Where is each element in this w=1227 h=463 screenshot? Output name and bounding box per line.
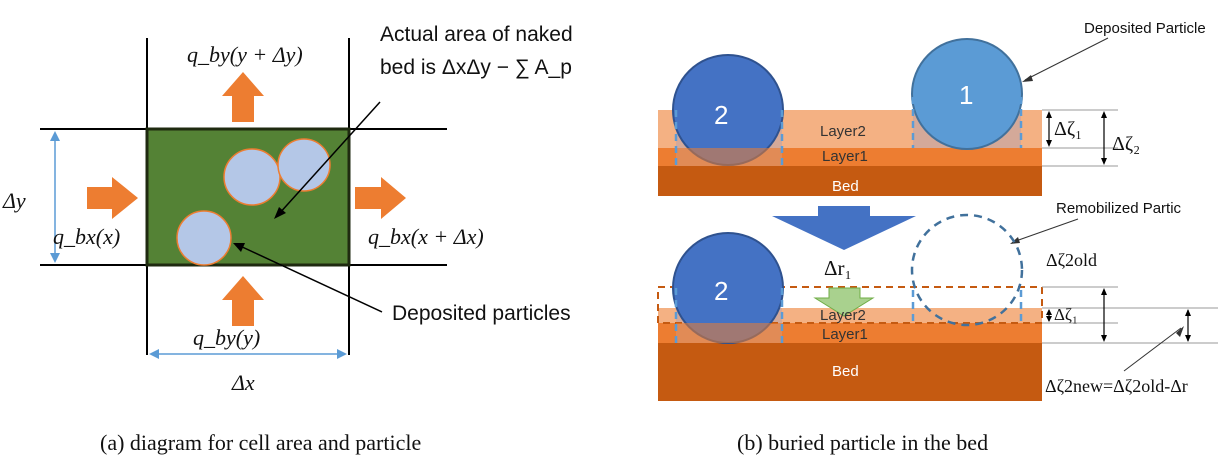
old-layer2-outline	[657, 286, 1043, 324]
particle-1-top	[911, 38, 1023, 150]
deposited-particle-pointer-head	[1022, 75, 1033, 82]
arrowhead	[1185, 309, 1191, 316]
bed-bottom-label: Bed	[832, 363, 859, 380]
dx-arrowhead-right	[337, 349, 347, 359]
particle-circle	[277, 138, 331, 192]
dx-arrowhead-left	[149, 349, 159, 359]
layer2-bottom-label: Layer2	[820, 307, 866, 324]
arrowhead	[1101, 111, 1107, 118]
arrow-up-top	[222, 72, 264, 122]
deposited-pointer	[237, 244, 383, 313]
dz1-top-label: Δζ₁	[1054, 118, 1082, 140]
naked-bed-note-line2: bed is ΔxΔy − ∑ A_p	[380, 56, 572, 79]
remobilized-label: Remobilized Partic	[1056, 200, 1182, 217]
bed-band-bottom	[658, 343, 1042, 401]
arrowhead	[1046, 316, 1052, 322]
caption-a: (a) diagram for cell area and particle	[100, 430, 421, 455]
layer-shift-arrow	[813, 287, 875, 317]
deposited-pointer-head	[233, 243, 245, 252]
layer1-bottom-label: Layer1	[822, 326, 868, 343]
panel-a: Δy Δx q_by(y + Δy) q_by(y) q_bx(x) q_bx(…	[2, 23, 573, 455]
naked-bed-pointer	[277, 101, 381, 216]
particle-2-top-label: 2	[714, 100, 728, 130]
naked-bed-note-line1: Actual area of naked	[380, 23, 573, 46]
layer1-overlay-top	[676, 148, 782, 166]
arrowhead	[1046, 309, 1052, 315]
remobilized-particle-ghost	[910, 213, 1024, 327]
deposited-particles-label: Deposited particles	[392, 302, 571, 325]
arrowhead	[1101, 158, 1107, 165]
naked-bed-pointer-head	[274, 207, 286, 219]
dz2new-equation: Δζ2new=Δζ2old-Δr	[1045, 376, 1188, 396]
transition-arrow	[772, 206, 916, 250]
caption-b: (b) buried particle in the bed	[737, 430, 988, 455]
q-bottom-label: q_by(y)	[193, 325, 260, 350]
arrow-up-bottom	[222, 276, 264, 326]
layer2-top-label: Layer2	[820, 123, 866, 140]
particle-circle	[223, 148, 281, 206]
particle-1-top-label: 1	[959, 80, 973, 110]
arrow-right-left	[87, 177, 138, 219]
panel-b: 2 1 Layer2 Layer1 Bed Δζ₁ Δζ₂ Deposited …	[657, 20, 1218, 455]
dz2old-label: Δζ2old	[1046, 250, 1097, 270]
particle-circle	[176, 210, 232, 266]
particle-2-bottom-label: 2	[714, 276, 728, 306]
remobilized-pointer	[1012, 218, 1079, 243]
remobilized-pointer-head	[1010, 237, 1020, 244]
bed-band-top-ext	[658, 166, 1042, 196]
deposited-particle-pointer	[1024, 37, 1109, 81]
arrowhead	[1046, 140, 1052, 147]
layer1-top-label: Layer1	[822, 148, 868, 165]
dr1-label: Δr₁	[824, 256, 852, 280]
dy-arrowhead-bottom	[50, 253, 60, 263]
arrow-right-right	[355, 177, 406, 219]
dz2new-pointer	[1123, 327, 1182, 372]
arrowhead	[1185, 335, 1191, 342]
arrowhead	[1046, 111, 1052, 118]
dz2-top-label: Δζ₂	[1112, 133, 1140, 155]
arrowhead	[1101, 335, 1107, 342]
q-right-label: q_bx(x + Δx)	[368, 224, 484, 249]
delta-x-label: Δx	[231, 370, 255, 395]
q-top-label: q_by(y + Δy)	[187, 42, 303, 67]
deposited-particle-label: Deposited Particle	[1084, 20, 1206, 37]
q-left-label: q_bx(x)	[53, 224, 120, 249]
bed-top-label: Bed	[832, 178, 859, 195]
dy-arrowhead-top	[50, 131, 60, 141]
dz2new-pointer-head	[1176, 326, 1184, 337]
layer1-overlay-bottom	[676, 323, 782, 343]
delta-y-label: Δy	[2, 188, 26, 213]
dz1-bottom-label: Δζ₁	[1054, 305, 1078, 324]
arrowhead	[1101, 288, 1107, 295]
